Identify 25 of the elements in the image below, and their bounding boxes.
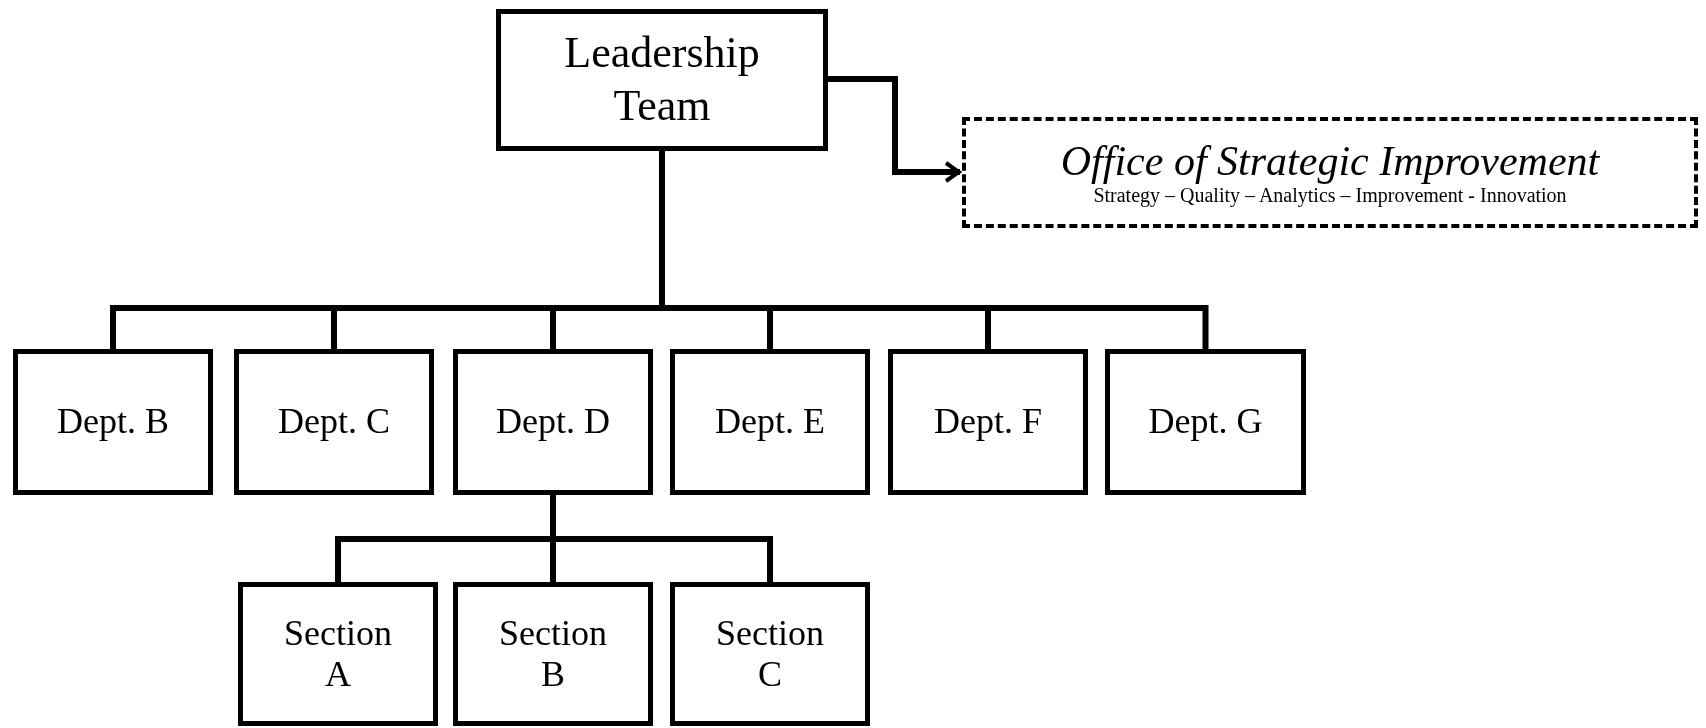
box-title: Dept. B — [57, 401, 169, 443]
box-title: Dept. G — [1148, 401, 1263, 443]
box-subtitle: Strategy – Quality – Analytics – Improvement - Innovation — [1093, 183, 1567, 206]
org-box — [238, 582, 438, 726]
org-box — [13, 349, 213, 495]
org-box — [496, 9, 828, 151]
box-title: Dept. F — [934, 401, 1042, 443]
arrow — [828, 76, 961, 183]
dashed-box — [962, 117, 1698, 228]
org-box — [1105, 349, 1306, 495]
box-title: Section C — [715, 612, 825, 696]
box-title: Office of Strategic Improvement — [1060, 139, 1600, 184]
box-title: Leadership Team — [563, 27, 761, 132]
box-title: Dept. D — [496, 401, 610, 443]
box-title: Dept. C — [278, 401, 390, 443]
box-title: Section B — [498, 612, 608, 696]
org-box — [670, 582, 870, 726]
connector-line — [550, 495, 773, 582]
org-box — [234, 349, 434, 495]
org-box — [453, 349, 653, 495]
org-box — [453, 582, 653, 726]
box-title: Dept. E — [715, 401, 825, 443]
org-box — [888, 349, 1088, 495]
org-box — [670, 349, 870, 495]
box-title: Section A — [283, 612, 393, 696]
